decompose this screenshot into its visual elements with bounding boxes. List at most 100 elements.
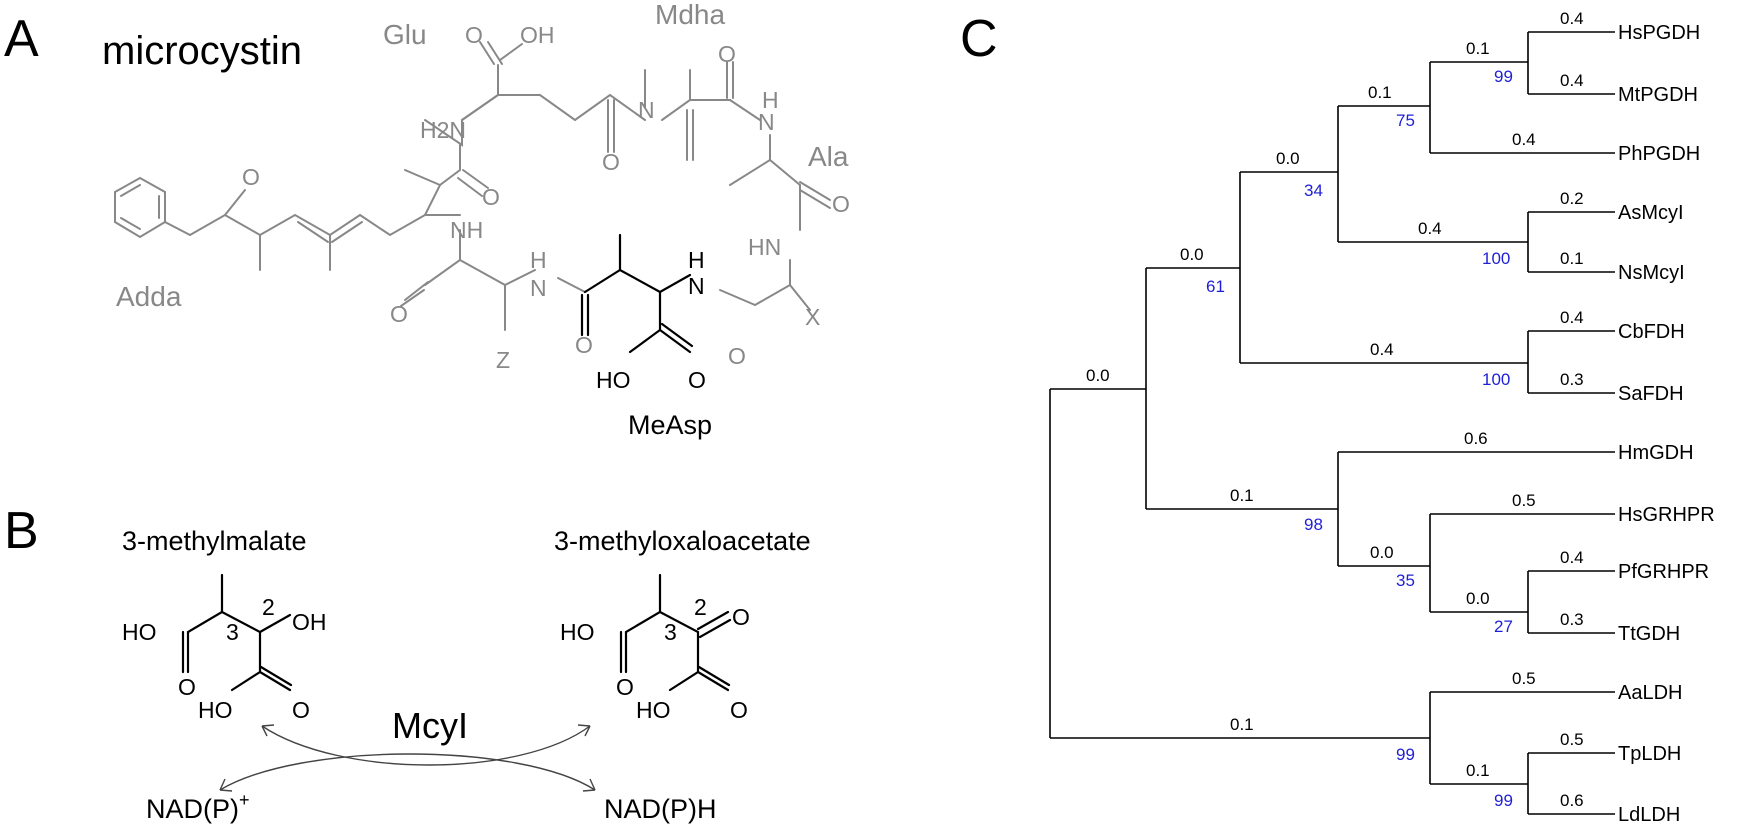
- substrate-name: 3-methylmalate: [122, 526, 307, 556]
- branch-length: 0.3: [1560, 610, 1584, 629]
- atom-o: O: [832, 191, 850, 217]
- taxon-label: NsMcyI: [1618, 262, 1685, 284]
- taxon-label: AaLDH: [1618, 682, 1682, 704]
- atom-o: O: [575, 332, 593, 358]
- branch-length: 0.0: [1086, 366, 1110, 385]
- bootstrap-value: 99: [1494, 67, 1513, 86]
- bond: [504, 269, 536, 286]
- arrowhead: [577, 724, 591, 737]
- residue-label-measp: MeAsp: [628, 410, 712, 440]
- panel-b: B 3-methylmalate 3-methyloxaloacetate HO…: [4, 502, 811, 824]
- bond: [729, 134, 801, 231]
- bond: [624, 573, 730, 692]
- bond: [479, 41, 503, 65]
- bond: [628, 290, 694, 354]
- branch-pf-tt: [1430, 570, 1615, 634]
- bond: [729, 99, 761, 121]
- atom-ho: HO: [636, 697, 671, 723]
- bond: [181, 613, 293, 687]
- bootstrap-value: 99: [1396, 745, 1415, 764]
- atom-n: N: [530, 275, 547, 301]
- taxon-label: TtGDH: [1618, 623, 1680, 645]
- atom-h2n: H2N: [420, 117, 466, 143]
- carbon-number-3: 3: [226, 619, 239, 645]
- enzyme-name: McyI: [392, 705, 468, 746]
- measp-skeleton: [580, 233, 694, 354]
- bond: [799, 181, 831, 209]
- cofactor-oxidized-base: NAD(P): [146, 794, 239, 824]
- atom-ho: HO: [560, 619, 595, 645]
- branch-length: 0.4: [1560, 548, 1584, 567]
- atom-ho: HO: [122, 619, 157, 645]
- molecule-title: microcystin: [102, 29, 302, 73]
- branch-length: 0.4: [1370, 340, 1394, 359]
- atom-o: O: [465, 22, 483, 48]
- bond: [557, 277, 586, 293]
- atom-n: N: [638, 97, 655, 123]
- branch-length: 0.4: [1560, 9, 1584, 28]
- branch-length: 0.1: [1560, 249, 1584, 268]
- branch-length: 0.0: [1466, 589, 1490, 608]
- atom-n: N: [688, 273, 705, 299]
- branch-length: 0.0: [1276, 149, 1300, 168]
- product-name: 3-methyloxaloacetate: [554, 526, 811, 556]
- atom-o: O: [616, 674, 634, 700]
- atom-ho: HO: [198, 697, 233, 723]
- carbon-number-3: 3: [664, 619, 677, 645]
- bootstrap-value: 34: [1304, 181, 1323, 200]
- branch-length: 0.1: [1466, 761, 1490, 780]
- bootstrap-value: 75: [1396, 111, 1415, 130]
- branch-length: 0.1: [1368, 83, 1392, 102]
- taxon-label: PfGRHPR: [1618, 561, 1709, 583]
- bootstrap-value: 98: [1304, 515, 1323, 534]
- bootstrap-value: 99: [1494, 791, 1513, 810]
- bond: [580, 293, 590, 337]
- branch-length: 0.0: [1370, 543, 1394, 562]
- tree-branches: [1049, 31, 1615, 815]
- bond: [726, 61, 734, 99]
- branch-mcyi: [1338, 211, 1615, 273]
- bond: [619, 610, 732, 687]
- bond: [583, 268, 692, 294]
- panel-a: A microcystin Glu Mdha Ala Adda MeAsp: [4, 0, 850, 440]
- carbon-number-2: 2: [694, 594, 707, 620]
- taxon-label: HsGRHPR: [1618, 504, 1715, 526]
- bond: [404, 169, 441, 186]
- bond: [457, 169, 489, 197]
- bond: [114, 176, 191, 239]
- microcystin-skeleton: [114, 41, 831, 331]
- reaction-arrows: [219, 724, 596, 792]
- residue-label-adda: Adda: [116, 281, 182, 312]
- cofactor-oxidized: NAD(P)+: [146, 790, 250, 824]
- atom-o: O: [730, 697, 748, 723]
- bond: [297, 221, 363, 243]
- bond: [224, 189, 331, 271]
- substrate-structure: HO OH O HO O 3 2: [122, 573, 327, 723]
- branch-fdh: [1240, 330, 1615, 394]
- bootstrap-value: 27: [1494, 617, 1513, 636]
- atom-x: X: [805, 304, 820, 330]
- forward-arrow: [261, 725, 591, 766]
- bond: [189, 213, 426, 237]
- atom-z: Z: [496, 347, 510, 373]
- bootstrap-value: 35: [1396, 571, 1415, 590]
- atom-o: O: [178, 674, 196, 700]
- branch-length: 0.4: [1512, 130, 1536, 149]
- taxon-label: HsPGDH: [1618, 22, 1700, 44]
- product-structure: HO O O HO O 3 2: [560, 573, 750, 723]
- bond: [719, 289, 756, 306]
- atom-hn: HN: [748, 234, 781, 260]
- branch-length: 0.2: [1560, 189, 1584, 208]
- bond: [424, 229, 506, 331]
- taxon-label: CbFDH: [1618, 321, 1685, 343]
- taxon-label: TpLDH: [1618, 743, 1681, 765]
- atom-o: O: [688, 367, 706, 393]
- cofactor-oxidized-charge: +: [239, 790, 250, 810]
- taxon-label: SaFDH: [1618, 383, 1684, 405]
- branch-pgdh-mcyi: [1337, 105, 1430, 242]
- atom-o: O: [390, 301, 408, 327]
- branch-length: 0.5: [1512, 669, 1536, 688]
- branch-group1: [1239, 171, 1338, 363]
- bond: [400, 281, 429, 307]
- bond: [661, 69, 691, 121]
